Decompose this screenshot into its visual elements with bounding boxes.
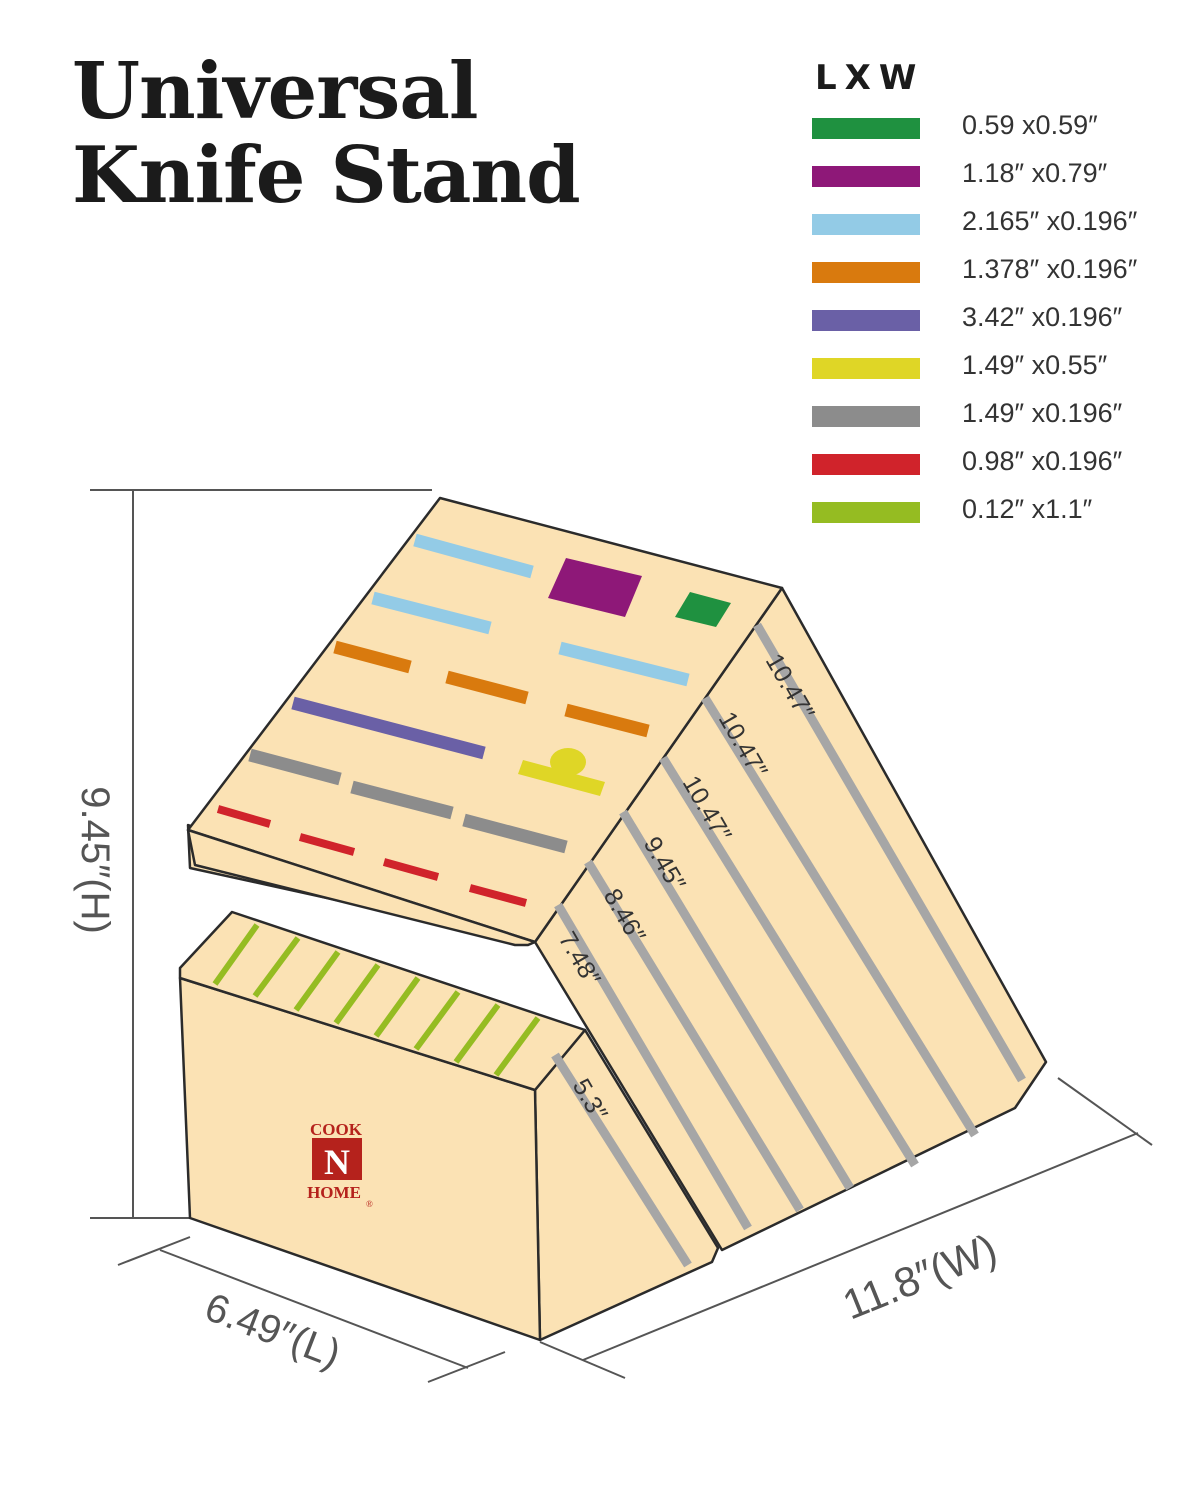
slot-lime [293,950,341,1012]
width-dimension [539,1077,1153,1379]
slot-purple-square [548,558,642,617]
legend-label: 2.165″ x0.196″ [962,206,1138,236]
slot-groove [584,859,804,1213]
slot-groove [659,755,919,1168]
title-line-1: Universal [72,46,478,137]
slot-lime [333,963,381,1025]
brand-text-top: COOK [310,1120,363,1139]
legend-item: 2.165″ x0.196″ [812,206,1192,254]
legend-item: 0.12″ x1.1″ [812,494,1192,542]
legend-item: 1.378″ x0.196″ [812,254,1192,302]
slot-red [298,833,356,856]
slot-red [468,884,528,907]
legend-label: 1.18″ x0.79″ [962,158,1108,188]
legend-swatch [812,502,920,523]
legend-item: 1.18″ x0.79″ [812,158,1192,206]
slot-red [382,858,440,881]
side-slot-grooves [551,622,1026,1268]
slot-light-blue [413,533,534,579]
legend-label: 0.12″ x1.1″ [962,494,1093,524]
legend-item: 1.49″ x0.55″ [812,350,1192,398]
slot-orange [333,640,412,674]
legend: 0.59 x0.59″ 1.18″ x0.79″ 2.165″ x0.196″ … [812,110,1192,542]
legend-item: 0.59 x0.59″ [812,110,1192,158]
legend-swatch [812,118,920,139]
slot-lime [493,1016,541,1077]
legend-heading: LXW [815,58,925,98]
height-label: 9.45″(H) [73,786,117,934]
top-face-slots [216,533,731,907]
page-title: Universal Knife Stand [72,50,581,221]
legend-swatch [812,166,920,187]
slot-red [216,805,272,828]
brand-registered-mark: ® [366,1199,373,1209]
legend-swatch [812,358,920,379]
slot-groove [551,1052,692,1268]
upper-front-bevel [186,828,537,947]
slot-orange [564,703,650,738]
brand-text-bottom: HOME [307,1183,361,1202]
title-line-2: Knife Stand [72,130,581,221]
brand-text-middle: N [324,1142,350,1182]
legend-swatch [812,310,920,331]
slot-lime [252,936,301,998]
slot-grey [350,780,454,820]
slot-groove [701,695,979,1138]
slot-lime [413,990,461,1051]
slot-green-square [675,592,731,627]
slot-lime [373,976,421,1038]
slot-light-blue [371,591,492,635]
legend-item: 1.49″ x0.196″ [812,398,1192,446]
legend-item: 0.98″ x0.196″ [812,446,1192,494]
legend-label: 1.49″ x0.196″ [962,398,1123,428]
legend-swatch [812,454,920,475]
slot-light-blue [558,641,690,687]
legend-label: 1.49″ x0.55″ [962,350,1108,380]
brand-box [312,1138,362,1180]
slot-orange [445,670,529,705]
slot-lime [212,923,260,986]
legend-swatch [812,214,920,235]
lower-face-slots [212,923,541,1077]
legend-swatch [812,406,920,427]
legend-label: 1.378″ x0.196″ [962,254,1138,284]
legend-swatch [812,262,920,283]
slot-violet-long [291,696,486,760]
length-dimension [117,1236,506,1383]
width-label: 11.8″(W) [836,1225,1003,1329]
legend-label: 3.42″ x0.196″ [962,302,1123,332]
brand-logo: COOK N HOME ® [307,1120,373,1209]
slot-groove [619,809,854,1191]
legend-item: 3.42″ x0.196″ [812,302,1192,350]
slot-yellow [518,748,605,796]
slot-groove [753,622,1026,1083]
slot-groove [554,902,752,1231]
slot-lime [453,1003,501,1064]
legend-label: 0.98″ x0.196″ [962,446,1123,476]
height-dimension [90,489,432,1219]
length-label: 6.49″(L) [199,1285,346,1377]
legend-label: 0.59 x0.59″ [962,110,1098,140]
slot-grey [462,813,568,854]
slot-grey [248,748,342,786]
